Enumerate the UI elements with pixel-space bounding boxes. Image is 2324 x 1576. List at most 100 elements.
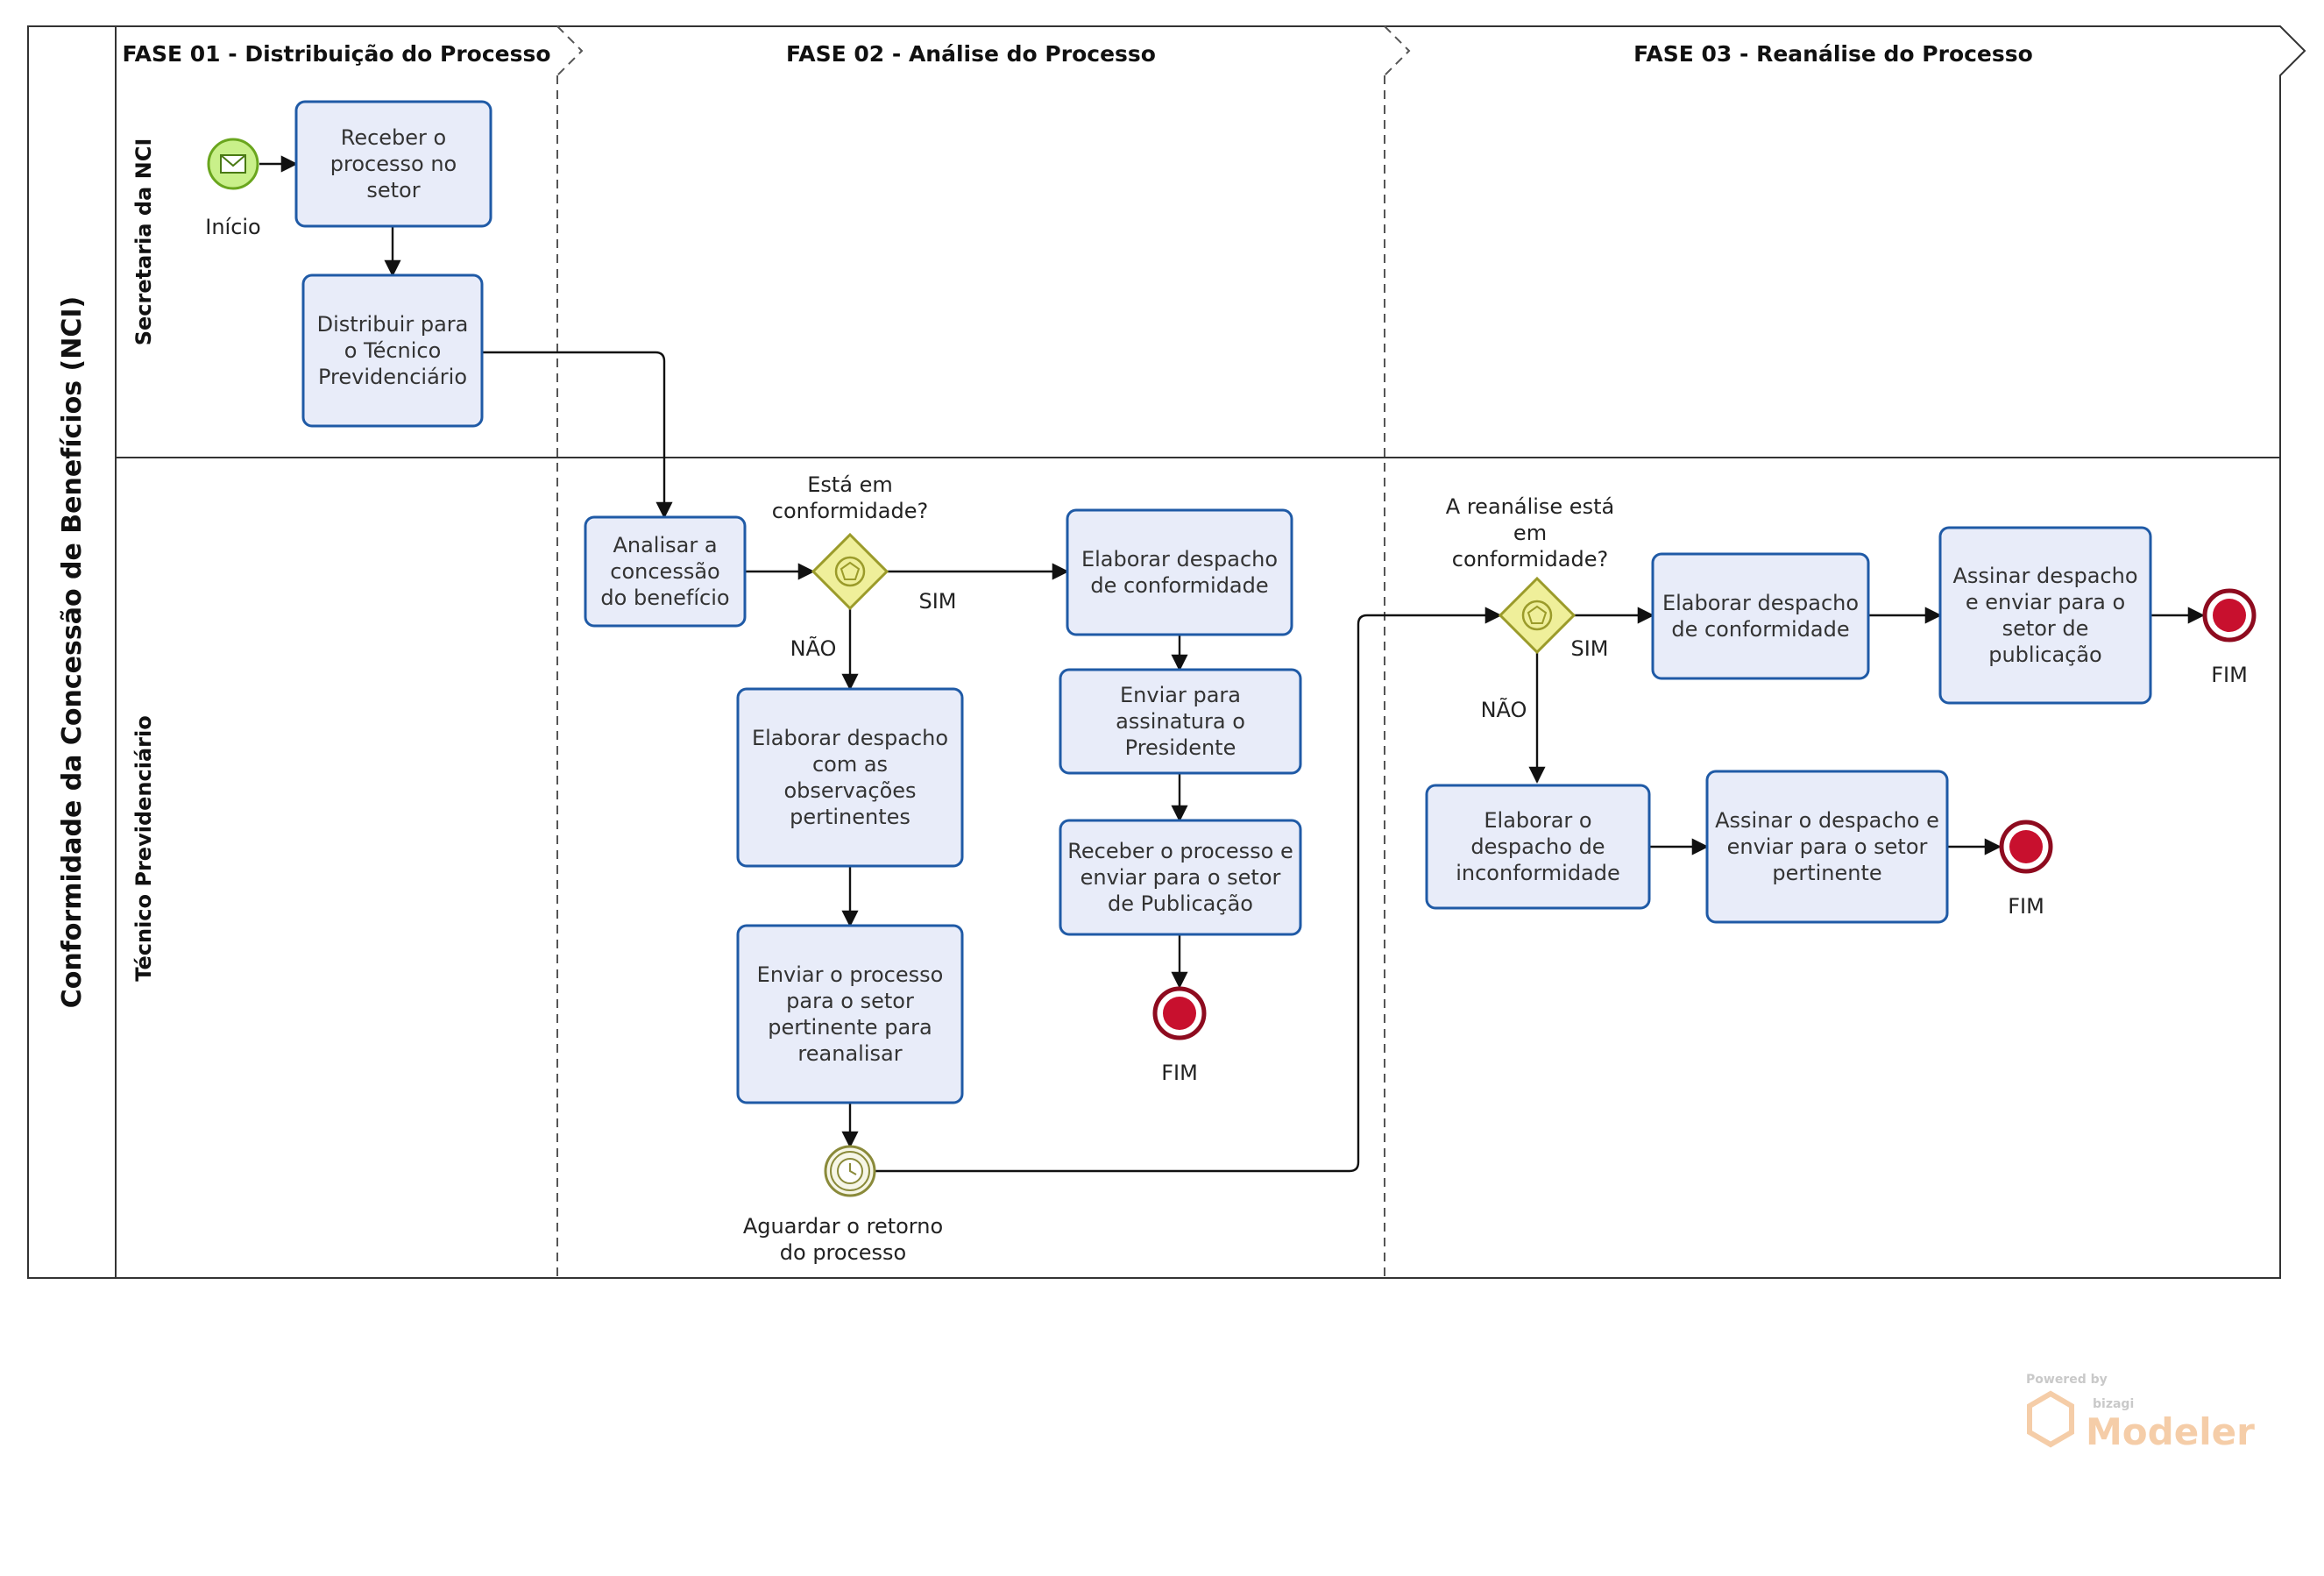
pool-title: Conformidade da Concessão de Benefícios …	[57, 296, 88, 1008]
task-box	[1425, 784, 1651, 910]
task-box	[1059, 668, 1302, 775]
task-box	[1938, 526, 2152, 705]
task-label-line: de Publicação	[1108, 891, 1253, 916]
phase-separators	[556, 25, 1411, 1278]
pentagon-icon	[840, 561, 861, 580]
end-event-core	[2009, 830, 2043, 863]
task-label-line: Elaborar o	[1484, 808, 1591, 833]
task-label-line: pertinentes	[790, 805, 910, 829]
task-box	[294, 100, 492, 228]
task-label-line: Elaborar despacho	[752, 726, 948, 750]
gateway-label-line: conformidade?	[1452, 547, 1608, 571]
sequence-flows	[259, 155, 2205, 1173]
task-box	[1705, 770, 1949, 924]
task-label-line: setor	[366, 178, 420, 202]
task-label-line: Assinar o despacho e	[1715, 808, 1939, 833]
task-label-line: Receber o processo e	[1067, 839, 1293, 863]
gateway-circle-icon	[1521, 600, 1553, 631]
task-label-line: pertinente	[1772, 861, 1881, 885]
watermark-product: Modeler	[2086, 1410, 2255, 1453]
lanes: Secretaria da NCI Técnico Previdenciário	[131, 138, 156, 982]
task-label-line: concessão	[610, 559, 719, 584]
task-label-line: para o setor	[786, 989, 914, 1013]
task-label-line: Elaborar despacho	[1081, 547, 1278, 571]
task-label-line: de conformidade	[1671, 617, 1849, 642]
gateway-label-line: Está em	[807, 472, 893, 497]
lane-title-secretaria: Secretaria da NCI	[131, 138, 156, 346]
task-label-line: e enviar para o	[1966, 590, 2125, 614]
end-event-2[interactable]: FIM	[2202, 588, 2257, 687]
task-label-line: Analisar a	[613, 533, 717, 557]
end-event-1[interactable]: FIM	[1152, 986, 1207, 1085]
task-label-line: de conformidade	[1090, 573, 1268, 598]
task-label-line: Assinar despacho	[1952, 564, 2137, 588]
task-label-line: Enviar o processo	[757, 962, 944, 987]
end-event-3[interactable]: FIM	[1999, 820, 2053, 919]
task-label-line: assinatura o	[1116, 709, 1245, 734]
envelope-icon	[220, 154, 246, 174]
gateway-label-line: conformidade?	[772, 499, 928, 523]
task-box	[736, 687, 964, 868]
task-box	[1059, 819, 1302, 936]
gateway-diamond	[1498, 576, 1576, 655]
task-label-line: pertinente para	[768, 1015, 932, 1040]
task-label-line: Distribuir para	[317, 312, 469, 337]
end-event-core	[2213, 599, 2246, 632]
pentagon-icon	[1527, 605, 1548, 624]
phase-title-2: FASE 02 - Análise do Processo	[786, 41, 1156, 67]
task-box	[736, 924, 964, 1104]
end-event-label: FIM	[2008, 894, 2044, 919]
task-label-line: Receber o	[341, 125, 447, 150]
clock-icon	[837, 1158, 863, 1184]
task-label-line: Presidente	[1125, 735, 1236, 760]
start-event[interactable]: Início	[205, 138, 261, 239]
task-label-line: inconformidade	[1456, 861, 1620, 885]
lane-title-tecnico: Técnico Previdenciário	[131, 715, 156, 981]
end-event-label: FIM	[1161, 1061, 1198, 1085]
start-event-label: Início	[205, 215, 261, 239]
task-label-line: processo no	[330, 152, 457, 176]
task-box	[1651, 552, 1870, 680]
pool: Conformidade da Concessão de Benefícios …	[27, 25, 2306, 1279]
task-label-line: com as	[812, 752, 888, 777]
task-label-line: Previdenciário	[318, 365, 467, 389]
task-label-line: enviar para o setor	[1727, 834, 1928, 859]
task-box	[1066, 508, 1293, 636]
end-event-label: FIM	[2211, 663, 2248, 687]
timer-event-label-line: do processo	[780, 1240, 906, 1265]
task-label-line: publicação	[1988, 642, 2102, 667]
task-box	[584, 515, 747, 628]
timer-inner-circle	[830, 1151, 870, 1191]
task-label-line: do benefício	[600, 586, 729, 610]
timer-event-label-line: Aguardar o retorno	[743, 1214, 943, 1239]
task-label-line: Elaborar despacho	[1662, 591, 1859, 615]
gateway-label-line: A reanálise está	[1446, 494, 1614, 519]
task-label-line: enviar para o setor	[1081, 865, 1281, 890]
